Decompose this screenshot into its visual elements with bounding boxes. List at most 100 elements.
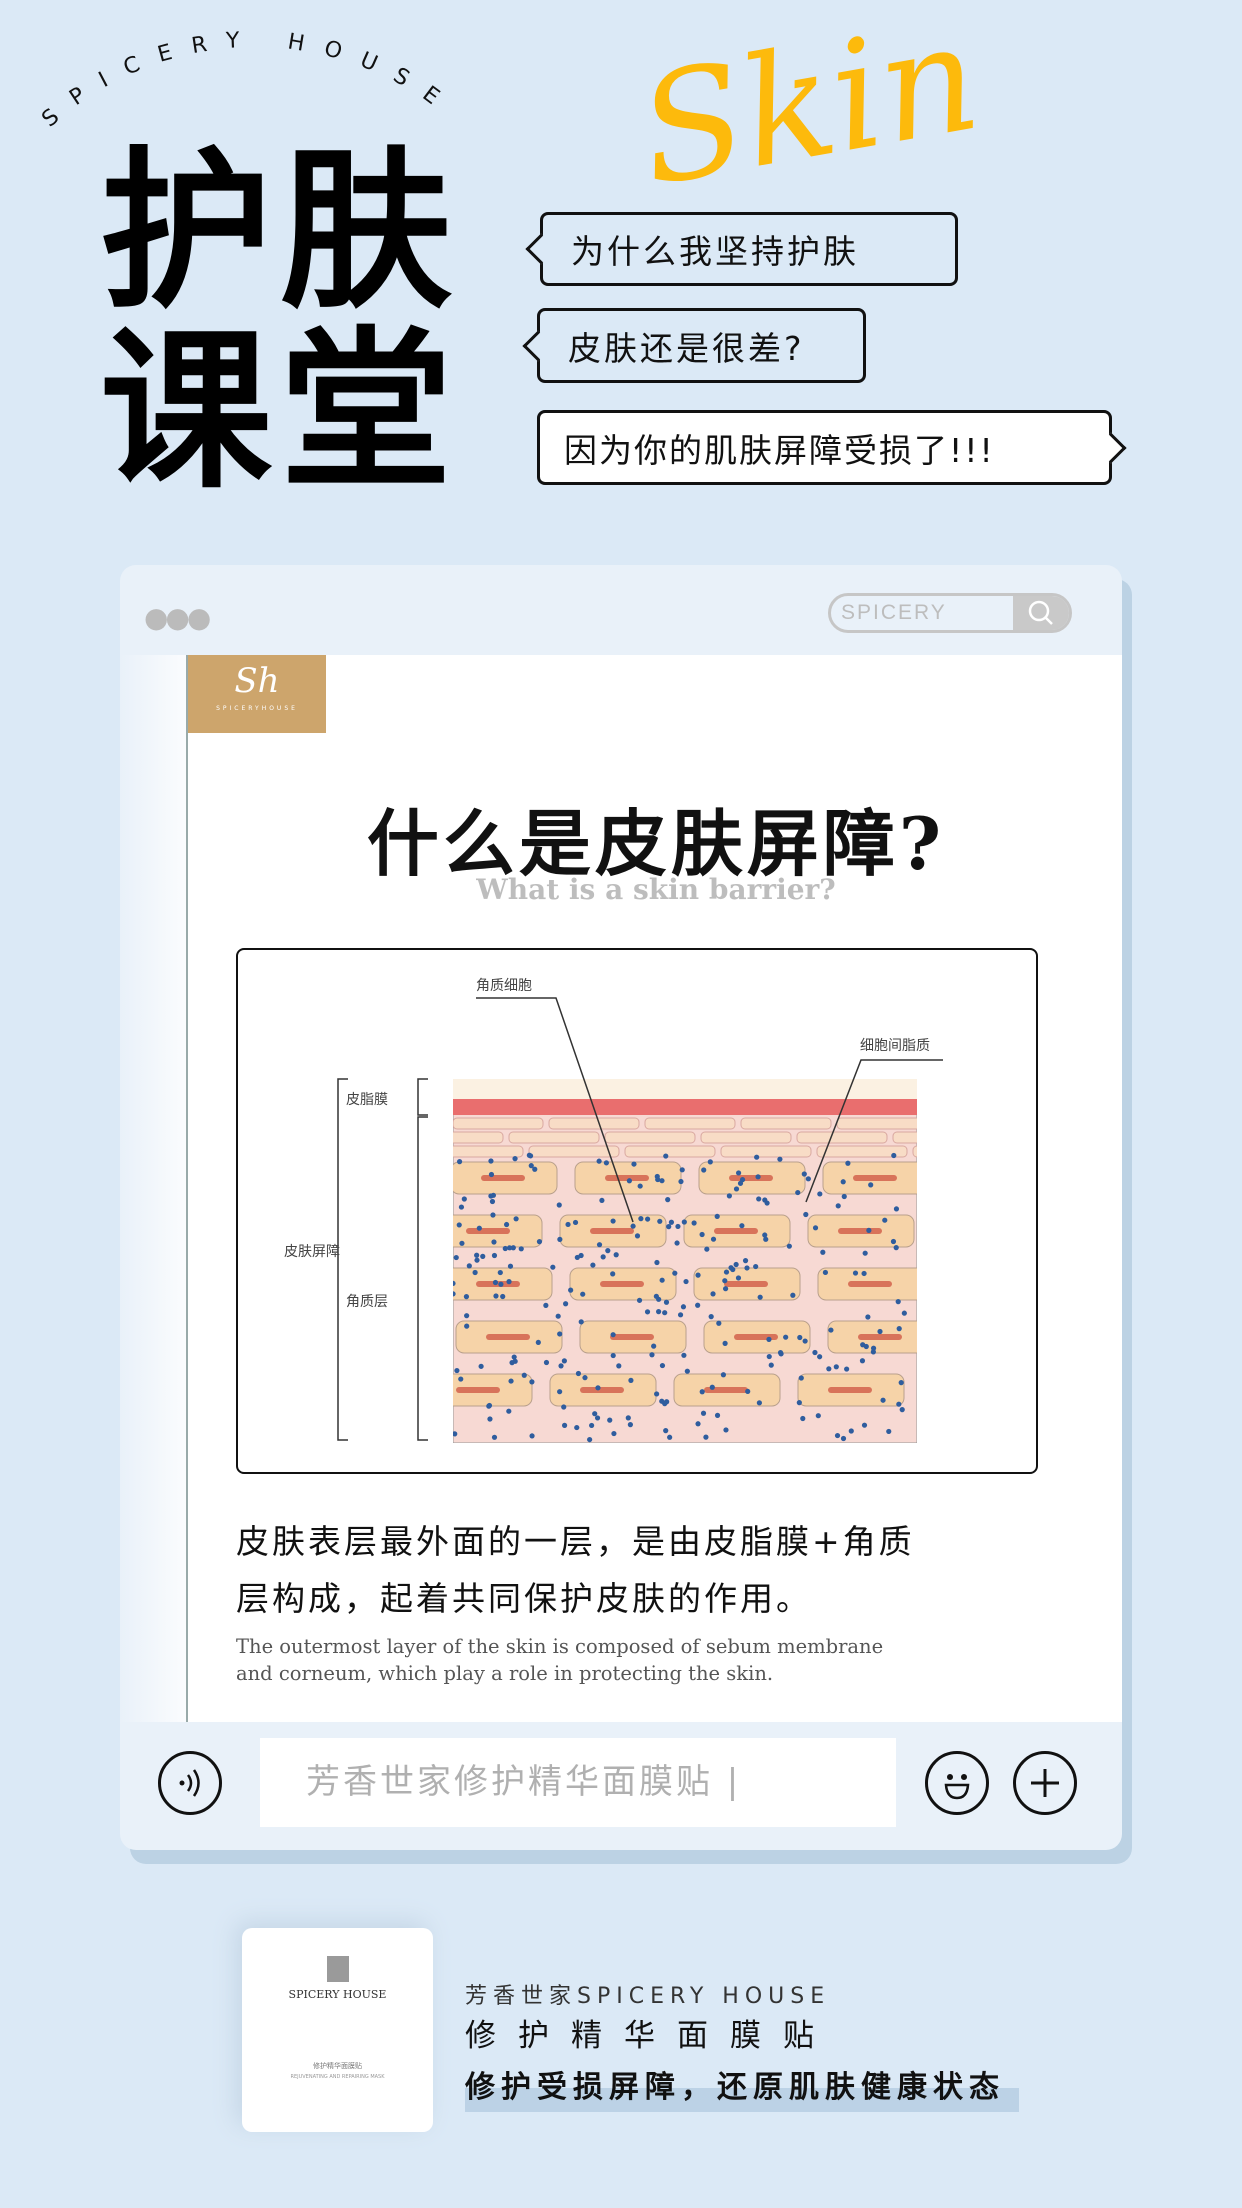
lipid-dot	[550, 1264, 556, 1270]
flat-cell	[453, 1117, 544, 1130]
lipid-dot	[637, 1183, 643, 1189]
arc-brand-text: SPICERY HOUSE	[40, 28, 460, 133]
lipid-dot	[453, 1431, 458, 1437]
lipid-dot	[797, 1334, 803, 1341]
lipid-dot	[599, 1197, 605, 1204]
lipid-dot	[707, 1159, 713, 1165]
lipid-dot	[893, 1245, 899, 1251]
lipid-dot	[695, 1272, 701, 1278]
lipid-dot	[590, 1262, 596, 1268]
lipid-dot	[458, 1204, 465, 1210]
window-dots-icon[interactable]: ●●●	[144, 601, 211, 634]
stratum-bracket	[417, 1116, 428, 1441]
lipid-dot	[654, 1391, 660, 1397]
lipid-dot	[714, 1213, 720, 1219]
search-bar[interactable]: SPICERY HOUSE	[828, 593, 1072, 633]
lipid-dot	[666, 1224, 672, 1230]
message-input[interactable]: 芳香世家修护精华面膜贴 |	[260, 1738, 896, 1827]
lipid-dot	[474, 1257, 480, 1263]
lipid-dot	[655, 1176, 661, 1183]
lipid-dot	[636, 1297, 643, 1303]
label-stratum: 角质层	[346, 1294, 388, 1310]
title-char: 课	[100, 309, 272, 512]
flat-cell	[624, 1145, 716, 1158]
lipid-dot	[659, 1398, 665, 1404]
lipid-dot	[500, 1293, 506, 1300]
lipid-dot	[472, 1269, 478, 1276]
title-char: 堂	[280, 309, 452, 512]
lipid-dot	[536, 1239, 543, 1245]
lipid-dot	[764, 1200, 770, 1206]
cell-nucleus	[476, 1281, 520, 1287]
lipid-dot	[834, 1432, 841, 1439]
lipid-dot	[456, 1159, 463, 1165]
body-text-en-line: and corneum, which play a role in protec…	[236, 1662, 774, 1685]
lipid-dot	[589, 1422, 595, 1429]
body-text-en-line: The outermost layer of the skin is compo…	[236, 1635, 884, 1658]
lipid-dot	[898, 1380, 904, 1386]
lipid-dot	[796, 1399, 802, 1406]
lipid-dot	[665, 1197, 671, 1203]
lipid-dot	[603, 1160, 609, 1166]
lipid-dot	[674, 1240, 680, 1246]
lipid-dot	[561, 1404, 567, 1410]
lipid-dot	[529, 1433, 535, 1439]
lipid-dot	[786, 1243, 792, 1249]
skin-script-word: Skin	[627, 0, 991, 221]
lipid-dot	[461, 1196, 467, 1202]
flat-cell	[604, 1131, 696, 1144]
lipid-dot	[762, 1232, 768, 1238]
lipid-dot	[464, 1313, 470, 1319]
lipid-dot	[478, 1363, 484, 1369]
lipid-dot	[790, 1292, 796, 1298]
lipid-dot	[634, 1233, 641, 1239]
lipid-dot	[644, 1309, 651, 1315]
lipid-dot	[805, 1176, 811, 1182]
lipid-dot	[899, 1407, 905, 1413]
lipid-dot	[803, 1211, 809, 1218]
cell-nucleus	[848, 1281, 892, 1287]
lipid-dot	[753, 1263, 759, 1270]
cell-nucleus	[466, 1228, 510, 1234]
search-input[interactable]: SPICERY HOUSE	[841, 601, 947, 624]
flat-cell	[644, 1117, 736, 1130]
lipid-dot	[493, 1293, 499, 1299]
lipid-dot	[512, 1358, 518, 1364]
lipid-dot	[716, 1320, 722, 1326]
flat-cell	[892, 1131, 917, 1144]
lipid-dot	[695, 1302, 701, 1308]
lipid-dot	[653, 1293, 659, 1299]
package-label-icon	[326, 1956, 349, 1982]
cell-nucleus	[724, 1281, 768, 1287]
voice-button[interactable]	[158, 1751, 222, 1815]
lipid-dot	[708, 1314, 714, 1320]
add-button[interactable]	[1013, 1751, 1077, 1815]
lipid-dot	[735, 1170, 742, 1176]
lipid-dot	[678, 1178, 684, 1185]
lipid-dot	[596, 1158, 602, 1164]
search-icon[interactable]	[1013, 596, 1069, 630]
lipid-dot	[659, 1178, 665, 1184]
lipid-dot	[489, 1198, 496, 1205]
lipid-dot	[543, 1359, 550, 1366]
lipid-dot	[890, 1238, 897, 1245]
cell-nucleus	[858, 1334, 902, 1340]
lipid-dot	[756, 1196, 762, 1202]
lipid-dot	[610, 1218, 616, 1224]
lipid-dot	[833, 1364, 839, 1370]
lipid-dot	[710, 1291, 716, 1297]
lipid-dot	[454, 1367, 460, 1374]
emoji-button[interactable]	[925, 1751, 989, 1815]
flat-cell	[836, 1117, 917, 1130]
lipid-dot	[844, 1366, 850, 1372]
svg-text:SPICERY HOUSE: SPICERY HOUSE	[40, 28, 460, 133]
cells-pointer	[476, 997, 634, 1223]
lipid-dot	[561, 1358, 567, 1364]
product-brand-line: 芳香世家SPICERY HOUSE	[465, 1984, 831, 2009]
lipid-dot	[610, 1352, 616, 1359]
lipid-dot	[532, 1166, 538, 1172]
chat-bubble: 因为你的肌肤屏障受损了!!!	[537, 410, 1127, 485]
lipid-dot	[490, 1212, 496, 1218]
lipid-dot	[722, 1340, 728, 1346]
lipid-dot	[474, 1252, 480, 1258]
